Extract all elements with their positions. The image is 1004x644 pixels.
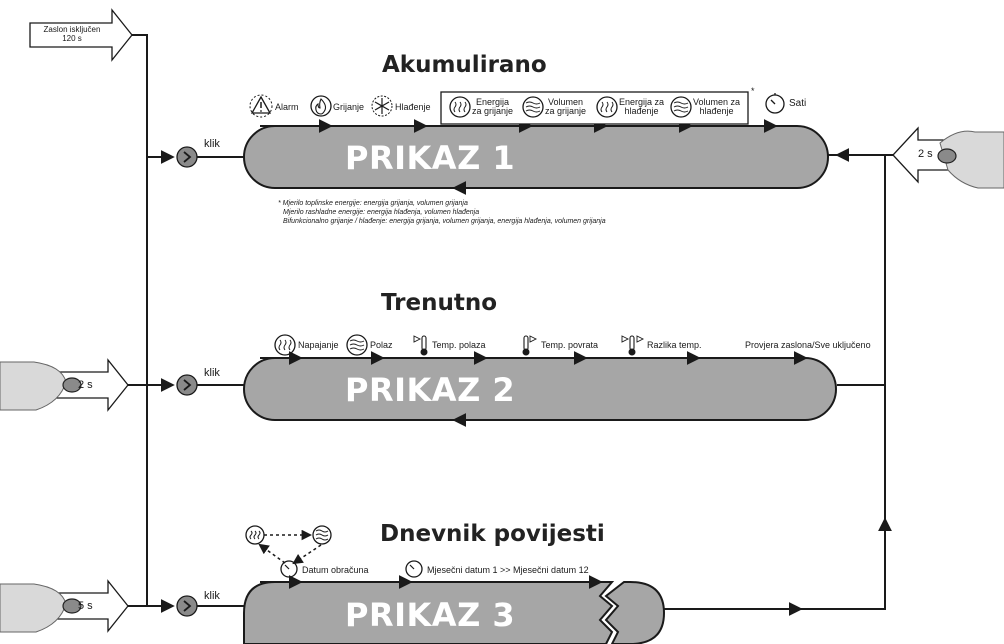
- heat-energy-icon: [596, 96, 618, 118]
- display-off-label: Zaslon isključen 120 s: [32, 25, 112, 43]
- footnote-line-3: Bifunkcionalno grijanje / hlađenje: ener…: [283, 218, 606, 225]
- display-off-arrow: [29, 8, 133, 62]
- history-dotted-triangle: [258, 529, 322, 565]
- volume-icon: [670, 96, 692, 118]
- left-press-arrow-view2: [0, 358, 129, 412]
- heat-energy-icon: [245, 525, 265, 545]
- view1-item-alarm: Alarm: [275, 102, 299, 112]
- view1-boxed-item-2: Volumen za grijanje: [545, 98, 586, 116]
- volume-icon: [312, 525, 332, 545]
- boxed-line2: hlađenje: [624, 106, 659, 116]
- boxed-line2: hlađenje: [699, 106, 734, 116]
- clock-icon: [405, 560, 423, 578]
- view1-item-hours: Sati: [789, 98, 807, 109]
- view3-title: Dnevnik povijesti: [380, 521, 605, 547]
- view3-press-duration: 5 s: [78, 600, 93, 612]
- view1-item-cooling: Hlađenje: [395, 102, 431, 112]
- snowflake-icon: [371, 95, 393, 117]
- view2-title: Trenutno: [381, 290, 498, 316]
- footnote-line-1: * Mjerilo toplinske energije: energija g…: [278, 200, 468, 207]
- view3-loop: [243, 575, 666, 644]
- left-bus-line: [132, 34, 172, 607]
- view2-press-duration: 2 s: [78, 379, 93, 391]
- boxed-line1: Energija za: [619, 97, 665, 107]
- view1-item-heating: Grijanje: [333, 102, 365, 112]
- view2-item-flow: Polaz: [370, 340, 393, 350]
- view2-item-flow-temp: Temp. polaza: [432, 340, 486, 350]
- boxed-line2: za grijanje: [545, 106, 587, 116]
- boxed-line1: Energija: [476, 97, 510, 107]
- left-press-arrow-view3: [0, 579, 129, 633]
- heat-energy-icon: [274, 334, 296, 356]
- volume-icon: [522, 96, 544, 118]
- view1-footnote: * Mjerilo toplinske energije: energija g…: [278, 199, 606, 226]
- view1-banner: PRIKAZ 1: [345, 139, 516, 177]
- view3-item-monthly-dates: Mjesečni datum 1 >> Mjesečni datum 12: [427, 565, 589, 575]
- thermometer-return-icon: [522, 335, 538, 356]
- next-button-icon-view1: [176, 146, 198, 168]
- flame-icon: [310, 95, 332, 117]
- view3-item-billing-date: Datum obračuna: [302, 565, 369, 575]
- view1-loop: [243, 119, 829, 195]
- display-off-line1: Zaslon isključen: [43, 25, 101, 34]
- boxed-line1: Volumen za: [693, 97, 741, 107]
- view1-title: Akumulirano: [382, 52, 547, 78]
- view2-item-power: Napajanje: [298, 340, 339, 350]
- thermometer-diff-icon: [621, 335, 645, 356]
- view2-item-display-check: Provjera zaslona/Sve uključeno: [745, 340, 871, 350]
- display-off-line2: 120 s: [62, 34, 82, 43]
- warning-icon: [249, 94, 273, 118]
- clock-icon: [280, 560, 298, 578]
- view1-boxed-item-4: Volumen za hlađenje: [693, 98, 740, 116]
- view2-loop: [243, 351, 837, 427]
- clock-icon: [765, 93, 785, 114]
- view1-asterisk: *: [751, 86, 755, 96]
- right-press-duration: 2 s: [918, 148, 933, 160]
- heat-energy-icon: [449, 96, 471, 118]
- right-press-arrow: [892, 126, 1004, 189]
- view2-item-temp-diff: Razlika temp.: [647, 340, 702, 350]
- view1-boxed-item-3: Energija za hlađenje: [619, 98, 664, 116]
- next-button-icon-view2: [176, 374, 198, 396]
- view3-banner: PRIKAZ 3: [345, 596, 516, 634]
- view3-klik-label: klik: [204, 590, 220, 602]
- view1-klik-label: klik: [204, 138, 220, 150]
- next-button-icon-view3: [176, 595, 198, 617]
- view1-boxed-item-1: Energija za grijanje: [472, 98, 513, 116]
- view2-klik-label: klik: [204, 367, 220, 379]
- volume-icon: [346, 334, 368, 356]
- boxed-line1: Volumen: [548, 97, 584, 107]
- view1-meter-box: [440, 91, 749, 125]
- view2-banner: PRIKAZ 2: [345, 371, 516, 409]
- boxed-line2: za grijanje: [472, 106, 514, 116]
- thermometer-flow-icon: [413, 335, 428, 356]
- view2-item-return-temp: Temp. povrata: [541, 340, 599, 350]
- footnote-line-2: Mjerilo rashladne energije: energija hla…: [283, 209, 480, 216]
